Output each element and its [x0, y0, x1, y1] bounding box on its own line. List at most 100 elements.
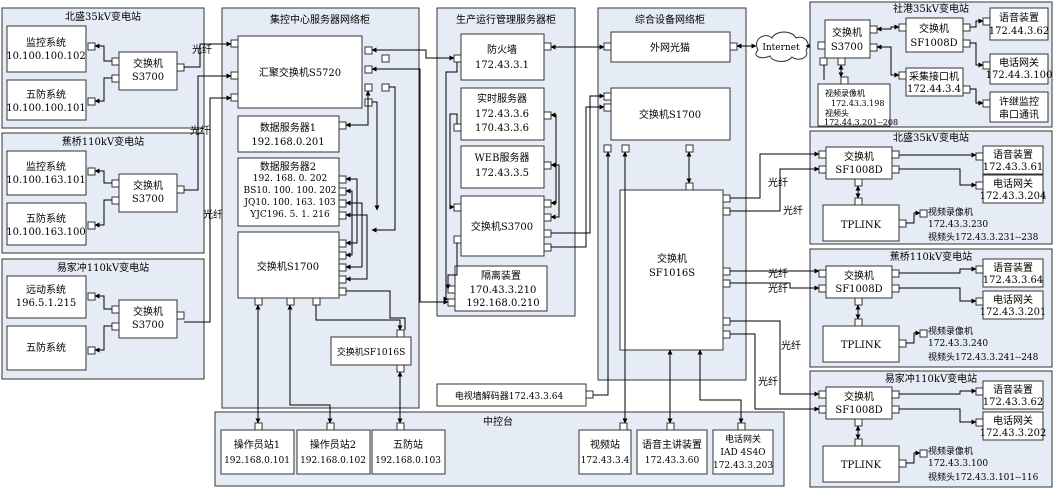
fiber-label: 光纤 — [192, 43, 212, 56]
data-server-2-ip: BS10. 100. 100. 202 — [244, 186, 337, 196]
phone-gateway-label: 电话网关 — [993, 293, 1033, 306]
relay-monitor-label: 许继监控 — [999, 95, 1039, 108]
relay-monitor-comm: 串口通讯 — [999, 109, 1039, 121]
central-switch-s1700-box — [237, 231, 340, 299]
firewall-box — [460, 33, 545, 81]
camera-ip: 172.44.3.201--208 — [824, 118, 898, 127]
switch-model: SF1008D — [835, 405, 882, 416]
fiber-link — [184, 41, 232, 68]
monitor-system-label: 监控系统 — [26, 160, 66, 173]
fiber-label: 光纤 — [768, 282, 788, 295]
central-switch-sf1016s-box — [330, 336, 412, 366]
nvr-ip: 172.43.3.198 — [831, 99, 884, 108]
switch-label: 交换机 — [133, 305, 163, 318]
fiber-label: 光纤 — [190, 124, 210, 137]
operator-station-1-label: 操作员站1 — [234, 438, 280, 451]
central-switch-s1700-label: 交换机S1700 — [257, 260, 319, 273]
voice-lecture-device-box — [636, 429, 708, 475]
web-server-box — [460, 145, 545, 189]
phone-gateway-ip: 172.43.3.203 — [713, 461, 773, 471]
nvr-label: 视频录像机 — [825, 88, 865, 98]
fiber-label: 光纤 — [781, 339, 801, 352]
nvr-label: 视频录像机 — [928, 206, 973, 218]
integrated-switch-sf1016s-label: 交换机 — [657, 252, 687, 265]
production-switch-s3700-box — [460, 195, 545, 257]
nvr-label: 视频录像机 — [928, 325, 973, 337]
realtime-server-label: 实时服务器 — [477, 92, 527, 105]
fiber-label: 光纤 — [783, 204, 803, 217]
monitor-system-box — [6, 25, 87, 73]
tplink-label: TPLINK — [841, 340, 882, 351]
switch-label: 交换机 — [919, 22, 949, 35]
realtime-server-ip: 172.43.3.6 — [475, 109, 529, 120]
switch-model: SF1008D — [835, 284, 882, 295]
isolation-device-label: 隔离装置 — [481, 269, 521, 282]
fiber-link — [730, 333, 820, 412]
integrated-switch-sf1016s-box — [619, 189, 724, 351]
switch-model: S3700 — [132, 320, 164, 331]
phone-gateway-label: 电话网关 — [993, 414, 1033, 427]
switch-s3700-box — [118, 51, 178, 91]
voice-lecture-device-label: 语音主讲装置 — [642, 438, 702, 451]
five-prevention-label: 五防系统 — [26, 212, 66, 225]
firewall-ip: 172.43.3.1 — [475, 60, 529, 71]
operator-station-2-ip: 192.168.0.102 — [300, 456, 366, 466]
five-prevention-label: 五防系统 — [26, 88, 66, 101]
data-server-2-ip: 192. 168. 0. 202 — [253, 174, 327, 184]
switch-model: S3700 — [132, 72, 164, 83]
switch-model: SF1008D — [910, 38, 957, 49]
integrated-switch-s1700-label: 交换机S1700 — [639, 108, 701, 121]
fiber-link — [730, 166, 820, 212]
switch-label: 交换机 — [133, 179, 163, 192]
five-prevention-label: 五防系统 — [26, 341, 66, 354]
realtime-server-box — [460, 87, 545, 141]
cabinet-title: 易家冲110kV变电站 — [57, 261, 149, 274]
phone-gateway-ip: 172.43.3.202 — [980, 428, 1047, 439]
fiber-link — [730, 320, 820, 397]
voice-device-label: 语音装置 — [993, 383, 1033, 396]
data-server-1-box — [237, 115, 340, 153]
collector-label: 采集接口机 — [909, 70, 959, 83]
voice-device-ip: 172.43.3.61 — [983, 162, 1043, 173]
central-server-cabinet: 集控中心服务器网络柜 汇聚交换机S5720 数据服务器1 192.168.0.2… — [221, 7, 420, 409]
cabinet-title: 蕉桥110kV变电站 — [62, 135, 144, 148]
cabinet-title: 社港35kV变电站 — [893, 2, 969, 15]
voice-device-ip: 172.43.3.64 — [983, 275, 1043, 286]
switch-label: 交换机 — [844, 269, 874, 282]
data-server-2-ip: JQ10. 100. 163. 103 — [243, 198, 335, 208]
isolation-device-ip: 170.43.3.210 — [470, 285, 537, 296]
switch-label: 交换机 — [832, 26, 862, 39]
video-station-label: 视频站 — [590, 438, 620, 451]
fiber-link — [730, 282, 820, 291]
camera-label: 视频头172.43.3.231--238 — [928, 231, 1039, 243]
web-server-ip: 172.43.3.5 — [475, 168, 529, 179]
isolation-device-box — [454, 265, 548, 312]
cabinet-title: 集控中心服务器网络柜 — [270, 13, 370, 26]
cabinet-title: 生产运行管理服务器柜 — [456, 13, 556, 26]
video-station-box — [578, 429, 632, 475]
switch-label: 交换机 — [844, 150, 874, 163]
operator-station-2-box — [296, 429, 371, 475]
integrated-switch-sf1016s-model: SF1016S — [649, 268, 695, 279]
data-server-2-box — [237, 157, 340, 227]
phone-gateway-ip: 172.44.3.100 — [986, 70, 1053, 81]
five-prevention-box — [6, 79, 87, 121]
right-substation-shegang: 社港35kV变电站 交换机 S3700 交换机 SF1008D 采集接口机 17… — [809, 1, 1053, 128]
web-server-label: WEB服务器 — [475, 151, 530, 164]
voice-device-label: 语音装置 — [993, 261, 1033, 274]
left-substation-jiaoqiao: 蕉桥110kV变电站 监控系统 10.100.163.101 五防系统 10.1… — [1, 132, 205, 254]
switch-model: S3700 — [831, 42, 863, 53]
tv-wall-decoder-label: 电视墙解码器172.43.3.64 — [455, 390, 564, 402]
phone-gateway-label: 电话网关 — [999, 56, 1039, 69]
camera-label: 视频头172.43.3.101--116 — [928, 471, 1039, 483]
operator-station-2-label: 操作员站2 — [310, 438, 356, 451]
five-prevention-station-box — [371, 429, 446, 475]
internet-label: Internet — [762, 43, 800, 53]
nvr-ip: 172.43.3.240 — [928, 339, 988, 349]
production-server-cabinet: 生产运行管理服务器柜 防火墙 172.43.3.1 实时服务器 172.43.3… — [436, 7, 576, 317]
right-substation-beisheng: 北盛35kV变电站 交换机 SF1008D 语音装置 172.43.3.61 电… — [809, 130, 1053, 245]
fiber-link — [184, 95, 232, 323]
right-substation-yijiachong: 易家冲110kV变电站 交换机 SF1008D 语音装置 172.43.3.62… — [809, 370, 1053, 488]
cabinet-title: 蕉桥110kV变电站 — [890, 250, 972, 263]
